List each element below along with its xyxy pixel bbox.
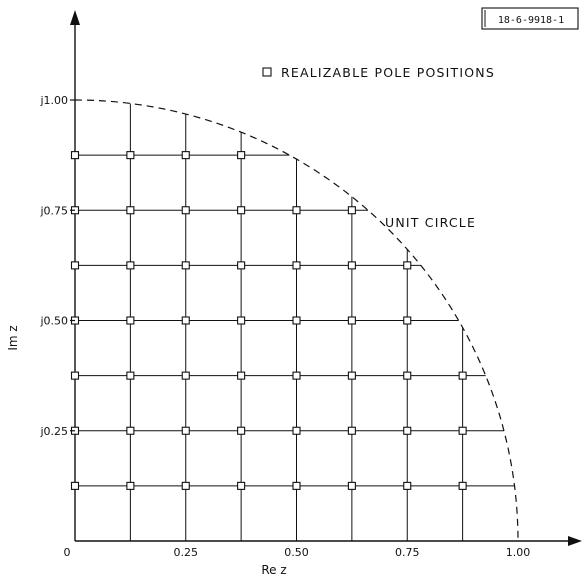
pole-marker <box>126 426 135 435</box>
x-tick-label: 0 <box>64 546 71 559</box>
y-tick-label: j0.75 <box>39 204 68 217</box>
x-axis-title: Re z <box>261 563 286 577</box>
pole-marker <box>292 206 301 215</box>
pole-marker <box>237 426 246 435</box>
pole-marker <box>126 206 135 215</box>
pole-marker <box>126 261 135 270</box>
pole-marker <box>237 481 246 490</box>
pole-marker <box>237 371 246 380</box>
pole-marker <box>347 316 356 325</box>
real-axis-arrow-icon <box>568 536 582 546</box>
legend-square-icon <box>262 67 272 77</box>
pole-marker <box>237 316 246 325</box>
unit-circle-arc <box>74 99 519 542</box>
legend-label: REALIZABLE POLE POSITIONS <box>281 65 495 80</box>
imag-axis-arrow-icon <box>70 10 80 25</box>
pole-marker <box>181 316 190 325</box>
figure-id-box <box>481 7 579 30</box>
x-tick-label: 0.25 <box>174 546 199 559</box>
pole-marker <box>237 151 246 160</box>
pole-marker <box>403 316 412 325</box>
pole-marker <box>181 481 190 490</box>
pole-marker <box>292 261 301 270</box>
pole-marker <box>292 426 301 435</box>
pole-marker <box>403 481 412 490</box>
pole-marker <box>292 371 301 380</box>
x-tick-label: 0.50 <box>284 546 309 559</box>
pole-marker <box>237 206 246 215</box>
pole-marker <box>126 481 135 490</box>
y-tick-label: j1.00 <box>39 94 68 107</box>
x-tick-label: 0.75 <box>395 546 420 559</box>
y-tick-label: j0.25 <box>39 425 68 438</box>
figure-id: 18-6-9918-1 <box>498 15 564 26</box>
pole-marker <box>126 151 135 160</box>
pole-marker <box>181 426 190 435</box>
pole-marker <box>181 371 190 380</box>
pole-marker <box>458 426 467 435</box>
tick-labels: 0 0.25 0.50 0.75 1.00 j0.25 j0.50 j0.75 j1.00 <box>39 94 530 559</box>
pole-marker <box>70 481 80 490</box>
pole-marker <box>181 261 190 270</box>
pole-marker <box>347 206 356 215</box>
pole-marker <box>403 261 412 270</box>
y-axis-title: Im z <box>6 325 20 350</box>
pole-marker <box>126 371 135 380</box>
pole-marker <box>237 261 246 270</box>
pole-marker <box>292 316 301 325</box>
x-tick-label: 1.00 <box>506 546 531 559</box>
pole-marker <box>126 316 135 325</box>
pole-marker <box>70 371 80 380</box>
pole-marker <box>181 206 190 215</box>
pole-marker <box>403 426 412 435</box>
pole-marker <box>458 371 467 380</box>
pole-marker <box>70 261 80 270</box>
pole-marker <box>347 426 356 435</box>
unit-circle-label: UNIT CIRCLE <box>385 215 476 230</box>
axes <box>70 10 582 546</box>
pole-marker <box>403 371 412 380</box>
pole-marker <box>181 151 190 160</box>
pole-marker <box>347 481 356 490</box>
pole-marker <box>347 371 356 380</box>
pole-marker <box>347 261 356 270</box>
y-tick-label: j0.50 <box>39 315 68 328</box>
pole-marker <box>70 151 80 160</box>
pole-marker <box>458 481 467 490</box>
pole-marker <box>292 481 301 490</box>
pole-markers <box>70 151 467 490</box>
